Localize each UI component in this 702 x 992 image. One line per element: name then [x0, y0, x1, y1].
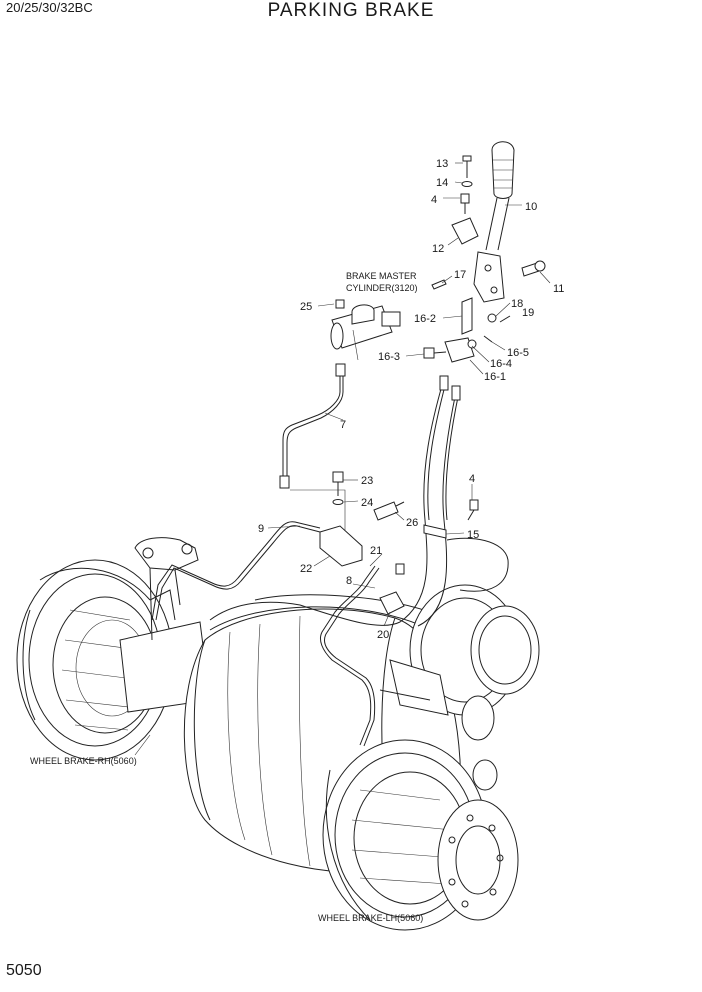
page-number: 5050	[6, 962, 42, 979]
callout-21: 21	[370, 545, 382, 557]
page-title: PARKING BRAKE	[267, 0, 435, 21]
wheel-brake-rh-note: WHEEL BRAKE-RH(5060)	[30, 756, 137, 766]
callout-12: 12	[432, 243, 444, 255]
callout-23: 23	[361, 475, 373, 487]
callout-17: 17	[454, 269, 466, 281]
callout-25: 25	[300, 301, 312, 313]
callout-15: 15	[467, 529, 479, 541]
master-cylinder-note-line2: CYLINDER(3120)	[346, 283, 418, 293]
callout-8: 8	[346, 575, 352, 587]
callout-7: 7	[340, 419, 346, 431]
callout-13: 13	[436, 158, 448, 170]
callout-14: 14	[436, 177, 448, 189]
callout-16-2: 16-2	[414, 313, 436, 325]
callout-9: 9	[258, 523, 264, 535]
callout-16-3: 16-3	[378, 351, 400, 363]
callout-26: 26	[406, 517, 418, 529]
callout-11: 11	[553, 283, 564, 295]
callout-19: 19	[522, 307, 534, 319]
wheel-brake-lh-note: WHEEL BRAKE-LH(5060)	[318, 913, 423, 923]
brake-master-cylinder-drawing	[330, 299, 401, 350]
callout-20: 20	[377, 629, 389, 641]
callout-22: 22	[300, 563, 312, 575]
model-code: 20/25/30/32BC	[6, 0, 93, 15]
callout-16-4: 16-4	[490, 358, 512, 370]
leader-lines	[134, 162, 551, 756]
callout-24: 24	[361, 497, 373, 509]
brake-lines-drawing	[151, 329, 509, 747]
master-cylinder-note-line1: BRAKE MASTER	[346, 271, 417, 281]
drive-axle-drawing	[16, 537, 540, 931]
callout-18: 18	[511, 298, 523, 310]
callout-labels: 13 14 4 10 12 11 17 25 18 19 16-2 16-5 1…	[258, 158, 564, 641]
callout-4-upper: 4	[431, 194, 437, 206]
callout-4-lower: 4	[469, 473, 475, 485]
callout-10: 10	[525, 201, 537, 213]
callout-16-5: 16-5	[507, 347, 529, 359]
parking-lever-drawing	[423, 141, 546, 363]
callout-16-1: 16-1	[484, 371, 506, 383]
